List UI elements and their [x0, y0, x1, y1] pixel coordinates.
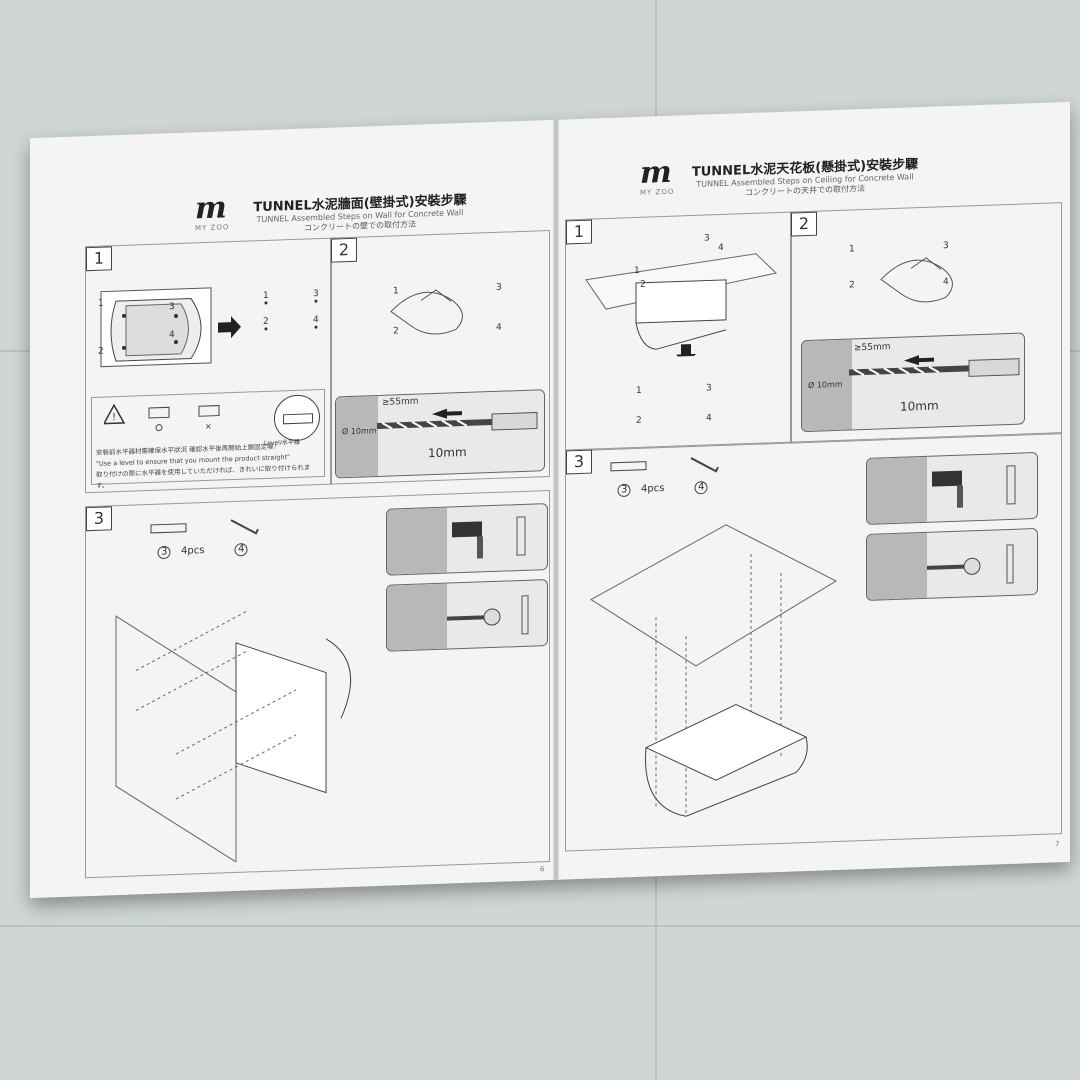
drill-bit-size: 10mm — [900, 398, 939, 414]
part-index: 3 — [621, 484, 628, 496]
warning-panel: ! × Level/水平器 安裝前水平器材需確保水平狀況 確認水平後再開始上鎖固… — [91, 388, 325, 490]
grid-label: 4 — [313, 315, 319, 326]
step-number: 3 — [86, 506, 112, 532]
step-1-panel: 1 1 2 3 4 1 3 2 4 ! — [85, 237, 332, 494]
logo-wordmark: MY ZOO — [195, 223, 230, 233]
page-header: TUNNEL水泥牆面(壁掛式)安裝步驟 TUNNEL Assembled Ste… — [230, 188, 490, 236]
anchor-hammer-panel — [386, 503, 548, 576]
logo-letter: m — [195, 190, 227, 227]
anchor-hammer-panel — [866, 451, 1038, 525]
drill-bit-size: 10mm — [428, 444, 467, 461]
part-index: 4 — [698, 481, 705, 493]
grid-label: 4 — [496, 322, 502, 333]
drill-spec-panel: ≥55mm Ø 10mm 10mm — [335, 389, 545, 479]
grid-label: 1 — [636, 385, 642, 396]
manual-booklet: m MY ZOO TUNNEL水泥牆面(壁掛式)安裝步驟 TUNNEL Asse… — [30, 101, 1070, 899]
part-qty: 4pcs — [641, 483, 665, 495]
grid-label: 3 — [706, 383, 712, 394]
screw-icon — [447, 595, 529, 635]
drill-spec-panel: ≥55mm Ø 10mm 10mm — [801, 332, 1025, 433]
step-3-panel: 3 3 4pcs 4 — [85, 490, 550, 879]
wall-mount-illustration — [115, 611, 352, 863]
drill-bit-icon — [377, 408, 538, 431]
grid-label: 1 — [263, 290, 269, 302]
drill-diameter-label: Ø 10mm — [342, 426, 377, 437]
screw-fix-panel — [866, 527, 1038, 601]
step-number: 2 — [331, 237, 357, 263]
part-index: 4 — [238, 543, 245, 555]
grid-label: 4 — [943, 277, 949, 288]
warning-note: 安裝前水平器材需確保水平狀況 確認水平後再開始上鎖固定喔！ "Use a lev… — [96, 440, 321, 492]
brand-logo: m MY ZOO — [195, 190, 230, 233]
hole-label: 3 — [704, 233, 710, 244]
step-number: 3 — [566, 449, 592, 475]
hammer-icon — [932, 465, 1016, 508]
drill-depth-label: ≥55mm — [854, 342, 891, 354]
hole-label: 1 — [98, 298, 104, 309]
drill-depth-label: ≥55mm — [382, 396, 419, 408]
grid-label: 3 — [943, 241, 949, 252]
svg-text:!: ! — [112, 412, 116, 423]
step-3-panel: 3 3 4pcs 4 — [565, 432, 1062, 852]
hole-label: 1 — [634, 265, 640, 277]
ceiling-template-illustration — [585, 253, 778, 361]
step-1-panel: 1 3 4 1 2 1 3 2 4 — [565, 211, 792, 452]
hammer-icon — [452, 516, 526, 559]
grid-label: 1 — [393, 286, 399, 297]
screw-icon — [927, 544, 1014, 584]
part-index: 3 — [161, 546, 168, 558]
hole-label: 4 — [169, 330, 175, 341]
parts-illustration — [610, 457, 719, 497]
drill-diameter-label: Ø 10mm — [808, 379, 843, 390]
warning-icon: ! × — [104, 403, 220, 432]
step-number: 1 — [86, 246, 112, 272]
logo-letter: m — [640, 154, 672, 191]
hole-label: 2 — [98, 346, 104, 357]
right-page: m MY ZOO TUNNEL水泥天花板(懸掛式)安裝步驟 TUNNEL Ass… — [560, 102, 1070, 880]
brand-logo: m MY ZOO — [640, 154, 675, 197]
hole-label: 4 — [718, 242, 724, 254]
grid-label: 1 — [849, 244, 855, 255]
grid-label: 3 — [496, 282, 502, 293]
svg-text:×: × — [205, 422, 212, 431]
floor-tile-seam — [0, 925, 1080, 927]
ceiling-mount-illustration — [590, 524, 838, 817]
left-page: m MY ZOO TUNNEL水泥牆面(壁掛式)安裝步驟 TUNNEL Asse… — [30, 120, 555, 898]
logo-wordmark: MY ZOO — [640, 187, 675, 197]
hole-label: 3 — [169, 302, 175, 313]
drill-hand-illustration — [880, 257, 953, 303]
parts-illustration — [150, 519, 259, 559]
screw-fix-panel — [386, 579, 548, 652]
grid-label: 2 — [849, 280, 855, 291]
grid-label: 2 — [393, 326, 399, 337]
drill-bit-icon — [849, 355, 1020, 377]
step-number: 2 — [791, 211, 817, 237]
level-tool-icon — [274, 394, 320, 442]
wall-template-illustration — [100, 287, 318, 368]
book-spine — [553, 119, 559, 880]
drill-hand-illustration — [390, 289, 463, 335]
grid-label: 2 — [263, 316, 269, 328]
page-number: 7 — [1055, 840, 1060, 849]
grid-label: 4 — [706, 413, 712, 424]
page-number: 6 — [540, 865, 545, 874]
step-2-panel: 2 1 3 2 4 ≥55mm Ø 10mm 10mm — [330, 230, 550, 485]
page-header: TUNNEL水泥天花板(懸掛式)安裝步驟 TUNNEL Assembled St… — [675, 153, 935, 201]
grid-label: 2 — [636, 415, 642, 426]
part-qty: 4pcs — [181, 545, 205, 557]
hole-label: 2 — [640, 279, 646, 290]
step-2-panel: 2 1 3 2 4 ≥55mm Ø 10mm 10mm — [790, 202, 1062, 444]
grid-label: 3 — [313, 289, 319, 300]
